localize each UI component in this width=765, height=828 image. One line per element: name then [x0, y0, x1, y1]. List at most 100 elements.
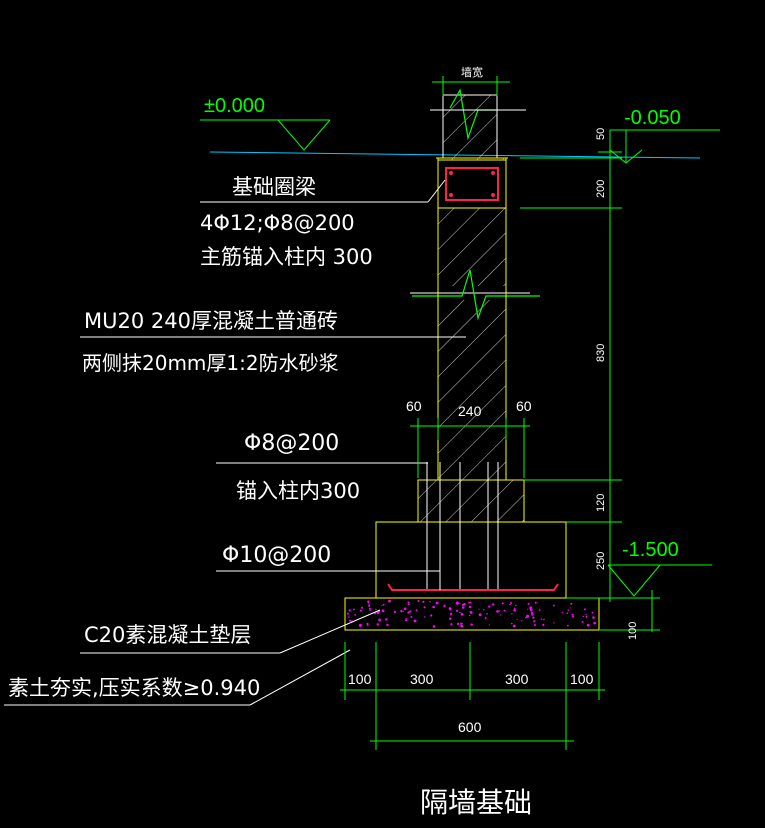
cushion-dot — [585, 613, 587, 616]
dim-right-830: 830 — [595, 344, 607, 362]
cushion-dot — [393, 610, 396, 614]
cushion-dot — [592, 617, 595, 619]
cushion-dot — [410, 616, 413, 618]
cushion-dot — [543, 618, 545, 621]
level-marker-right-top: -0.050 — [609, 107, 720, 164]
cushion-dot — [553, 604, 555, 607]
cushion-dot — [470, 611, 473, 614]
cushion-dot — [459, 611, 461, 614]
dim-right-250: 250 — [595, 552, 607, 570]
cushion-dot — [483, 608, 485, 611]
cushion-dot — [381, 604, 383, 606]
cushion-dot — [593, 621, 596, 625]
cushion-dot — [512, 624, 516, 628]
cushion-dot — [400, 610, 403, 613]
cushion-dot — [469, 601, 472, 604]
drawing-title: 隔墙基础 — [420, 786, 532, 819]
top-wall-width-label: 墙宽 — [461, 65, 483, 79]
cushion-dot — [534, 601, 537, 604]
dim-right-100: 100 — [627, 622, 639, 640]
cushion-dot — [525, 616, 527, 619]
cushion-dot — [388, 599, 391, 603]
cushion-dot — [567, 624, 569, 627]
cushion-dot — [449, 607, 452, 611]
cushion-dot — [566, 612, 569, 614]
cushion-dot — [533, 620, 536, 623]
right-dimension-chain — [520, 130, 660, 632]
cushion-dot — [527, 608, 529, 610]
cushion-dot — [375, 608, 377, 611]
cushion-dot — [354, 614, 357, 616]
cushion-dot — [513, 609, 516, 612]
cushion-dot — [432, 605, 435, 609]
note-beam-anchor: 主筋锚入柱内 300 — [200, 245, 373, 269]
cushion-dot — [347, 612, 349, 615]
wall-top — [442, 94, 498, 159]
cushion-dot — [492, 603, 495, 606]
cushion-dot — [470, 623, 473, 626]
cushion-dot — [488, 624, 490, 626]
ring-beam-rebar — [445, 167, 499, 201]
cushion-dot — [538, 609, 541, 611]
cushion-dot — [450, 623, 453, 626]
dim-right-50: 50 — [595, 128, 607, 140]
dim-wall: 240 — [458, 403, 482, 419]
note-cushion: C20素混凝土垫层 — [84, 623, 251, 647]
cushion-dot — [553, 622, 555, 624]
cushion-dot — [432, 625, 436, 628]
note-brick: MU20 240厚混凝土普通砖 — [84, 309, 338, 333]
level-bottom-text: -1.500 — [622, 539, 679, 561]
cushion-dot — [409, 610, 412, 613]
cushion-dot — [516, 618, 518, 621]
cushion-dot — [381, 609, 385, 613]
cushion-dot — [530, 611, 534, 615]
cushion-dot — [430, 614, 433, 617]
note-beam-title: 基础圈梁 — [232, 175, 316, 199]
cushion-dot — [478, 608, 480, 610]
cushion-dot — [511, 613, 513, 615]
dim-bottom-300-right: 300 — [505, 671, 529, 687]
cushion-dot — [532, 616, 535, 619]
step-dimension — [410, 418, 530, 478]
cushion-dot — [367, 624, 369, 626]
dim-bottom-100-left: 100 — [348, 671, 372, 687]
cushion-dot — [515, 604, 517, 607]
cushion-dot — [348, 609, 351, 612]
cushion-dot — [386, 623, 389, 627]
cushion-dot — [367, 602, 370, 604]
level-marker-top: ±0.000 — [200, 95, 331, 151]
vertical-rebars — [426, 462, 499, 590]
level-marker-bottom: -1.500 — [607, 539, 712, 597]
cushion-dot — [378, 618, 381, 622]
cushion-dot — [422, 600, 425, 603]
cushion-dot — [385, 618, 388, 621]
cushion-dot — [498, 610, 500, 612]
cushion-dot — [468, 605, 472, 609]
cushion-dot — [402, 610, 404, 612]
dim-step-left: 60 — [406, 398, 422, 414]
cushion-dot — [449, 617, 452, 620]
cushion-dot — [348, 616, 350, 618]
cushion-dot — [478, 613, 482, 617]
cushion-dot — [503, 609, 506, 612]
cushion-dot — [462, 606, 465, 609]
cushion-dot — [488, 605, 491, 608]
cushion-dot — [569, 607, 571, 609]
cushion-dot — [591, 611, 594, 614]
cushion-dot — [349, 619, 352, 622]
cushion-dot — [407, 611, 410, 614]
cushion-dot — [585, 615, 588, 618]
cushion-dot — [449, 612, 453, 616]
cushion-dot — [407, 601, 410, 604]
cushion-dot — [455, 601, 459, 605]
cushion-dot — [531, 613, 534, 616]
top-dimension — [432, 76, 510, 96]
cushion-dot — [509, 603, 511, 606]
cushion-dot — [461, 622, 463, 625]
cushion-dot — [413, 619, 417, 623]
note-bottom-rebar: Φ10@200 — [222, 543, 331, 568]
bottom-dimension — [340, 642, 605, 750]
note-soil: 素土夯实,压实系数≥0.940 — [8, 676, 260, 700]
cushion-dot — [484, 617, 487, 619]
dim-step-right: 60 — [516, 398, 532, 414]
